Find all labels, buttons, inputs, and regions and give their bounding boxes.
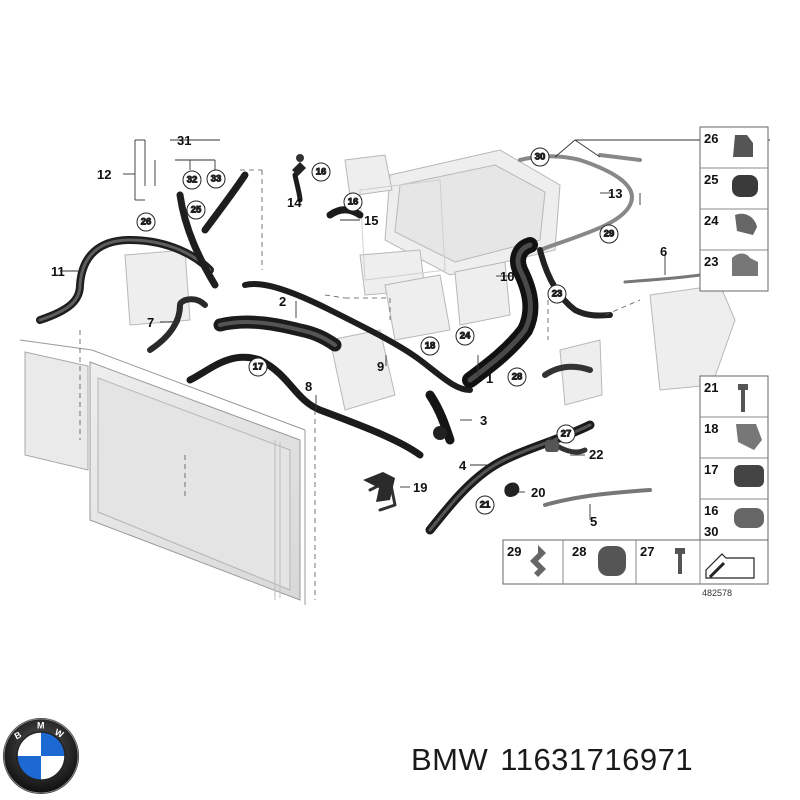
clamp-icon <box>734 508 764 528</box>
legend-lower-right: 21 18 17 16 30 <box>699 375 769 544</box>
brand-name: BMW <box>411 742 489 777</box>
label-15: 15 <box>364 213 378 228</box>
circled-24: 24 <box>460 331 471 342</box>
label-7: 7 <box>147 315 154 330</box>
small-parts <box>292 154 559 502</box>
circled-32: 32 <box>187 175 198 186</box>
label-11: 11 <box>51 264 65 279</box>
legend-29: 29 <box>507 544 521 559</box>
circled-16b: 16 <box>348 197 359 208</box>
legend-23: 23 <box>704 254 718 269</box>
legend-16: 16 <box>704 503 718 518</box>
svg-text:M: M <box>37 721 45 731</box>
bolt-icon <box>738 384 748 412</box>
label-6: 6 <box>660 244 667 259</box>
legend-25: 25 <box>704 172 718 187</box>
label-12: 12 <box>97 167 111 182</box>
legend-21: 21 <box>704 380 718 395</box>
coolant-hoses <box>36 153 702 535</box>
legend-28: 28 <box>572 544 586 559</box>
legend-bottom: 29 28 27 <box>502 539 769 585</box>
label-13: 13 <box>608 186 622 201</box>
circled-29: 29 <box>604 229 615 240</box>
legend-upper-right: 26 25 24 23 <box>699 126 769 292</box>
label-20: 20 <box>531 485 545 500</box>
clamp-icon <box>732 175 758 197</box>
legend-18: 18 <box>704 421 718 436</box>
circled-23: 23 <box>552 289 563 300</box>
part-caption: BMW 11631716971 <box>411 742 705 778</box>
arrow-symbol-icon <box>705 553 755 579</box>
drawing-number: 482578 <box>702 588 732 598</box>
label-3: 3 <box>480 413 487 428</box>
legend-17: 17 <box>704 462 718 477</box>
label-22: 22 <box>589 447 603 462</box>
legend-26: 26 <box>704 131 718 146</box>
part-number-labels: 31 12 11 7 2 8 9 1 3 4 5 6 10 13 14 15 1… <box>51 133 667 529</box>
label-31: 31 <box>177 133 191 148</box>
leader-lines <box>60 139 770 600</box>
bracket-icon <box>736 424 762 450</box>
circled-30: 30 <box>535 152 546 163</box>
legend-30: 30 <box>704 524 718 539</box>
clip-icon <box>735 213 757 235</box>
circled-18: 18 <box>425 341 436 352</box>
clamp-icon <box>734 465 764 487</box>
label-9: 9 <box>377 359 384 374</box>
circled-labels: 32 33 25 26 16 16 30 29 23 24 18 28 17 2… <box>136 147 619 515</box>
label-1: 1 <box>486 371 493 386</box>
label-8: 8 <box>305 379 312 394</box>
bolt-icon <box>675 548 685 574</box>
circled-28: 28 <box>512 372 523 383</box>
radiator-assembly <box>19 339 306 605</box>
circled-33: 33 <box>211 174 222 185</box>
legend-24: 24 <box>704 213 719 228</box>
clip-icon <box>733 135 753 157</box>
circled-25: 25 <box>191 205 202 216</box>
circled-17: 17 <box>253 362 264 373</box>
label-10: 10 <box>500 269 514 284</box>
label-4: 4 <box>459 458 467 473</box>
circled-21: 21 <box>480 500 491 511</box>
circled-26: 26 <box>141 217 152 228</box>
engine-components <box>124 149 736 411</box>
legend-27: 27 <box>640 544 654 559</box>
label-19: 19 <box>413 480 427 495</box>
label-5: 5 <box>590 514 597 529</box>
clamp-icon <box>598 546 626 576</box>
label-14: 14 <box>287 195 302 210</box>
circled-27: 27 <box>561 429 572 440</box>
circled-16a: 16 <box>316 167 327 178</box>
label-2: 2 <box>279 294 286 309</box>
part-number: 11631716971 <box>500 742 694 777</box>
bmw-logo: B M W <box>3 718 79 794</box>
clip-icon <box>530 545 546 577</box>
clamp-icon <box>732 253 758 276</box>
svg-text:B: B <box>13 729 24 741</box>
